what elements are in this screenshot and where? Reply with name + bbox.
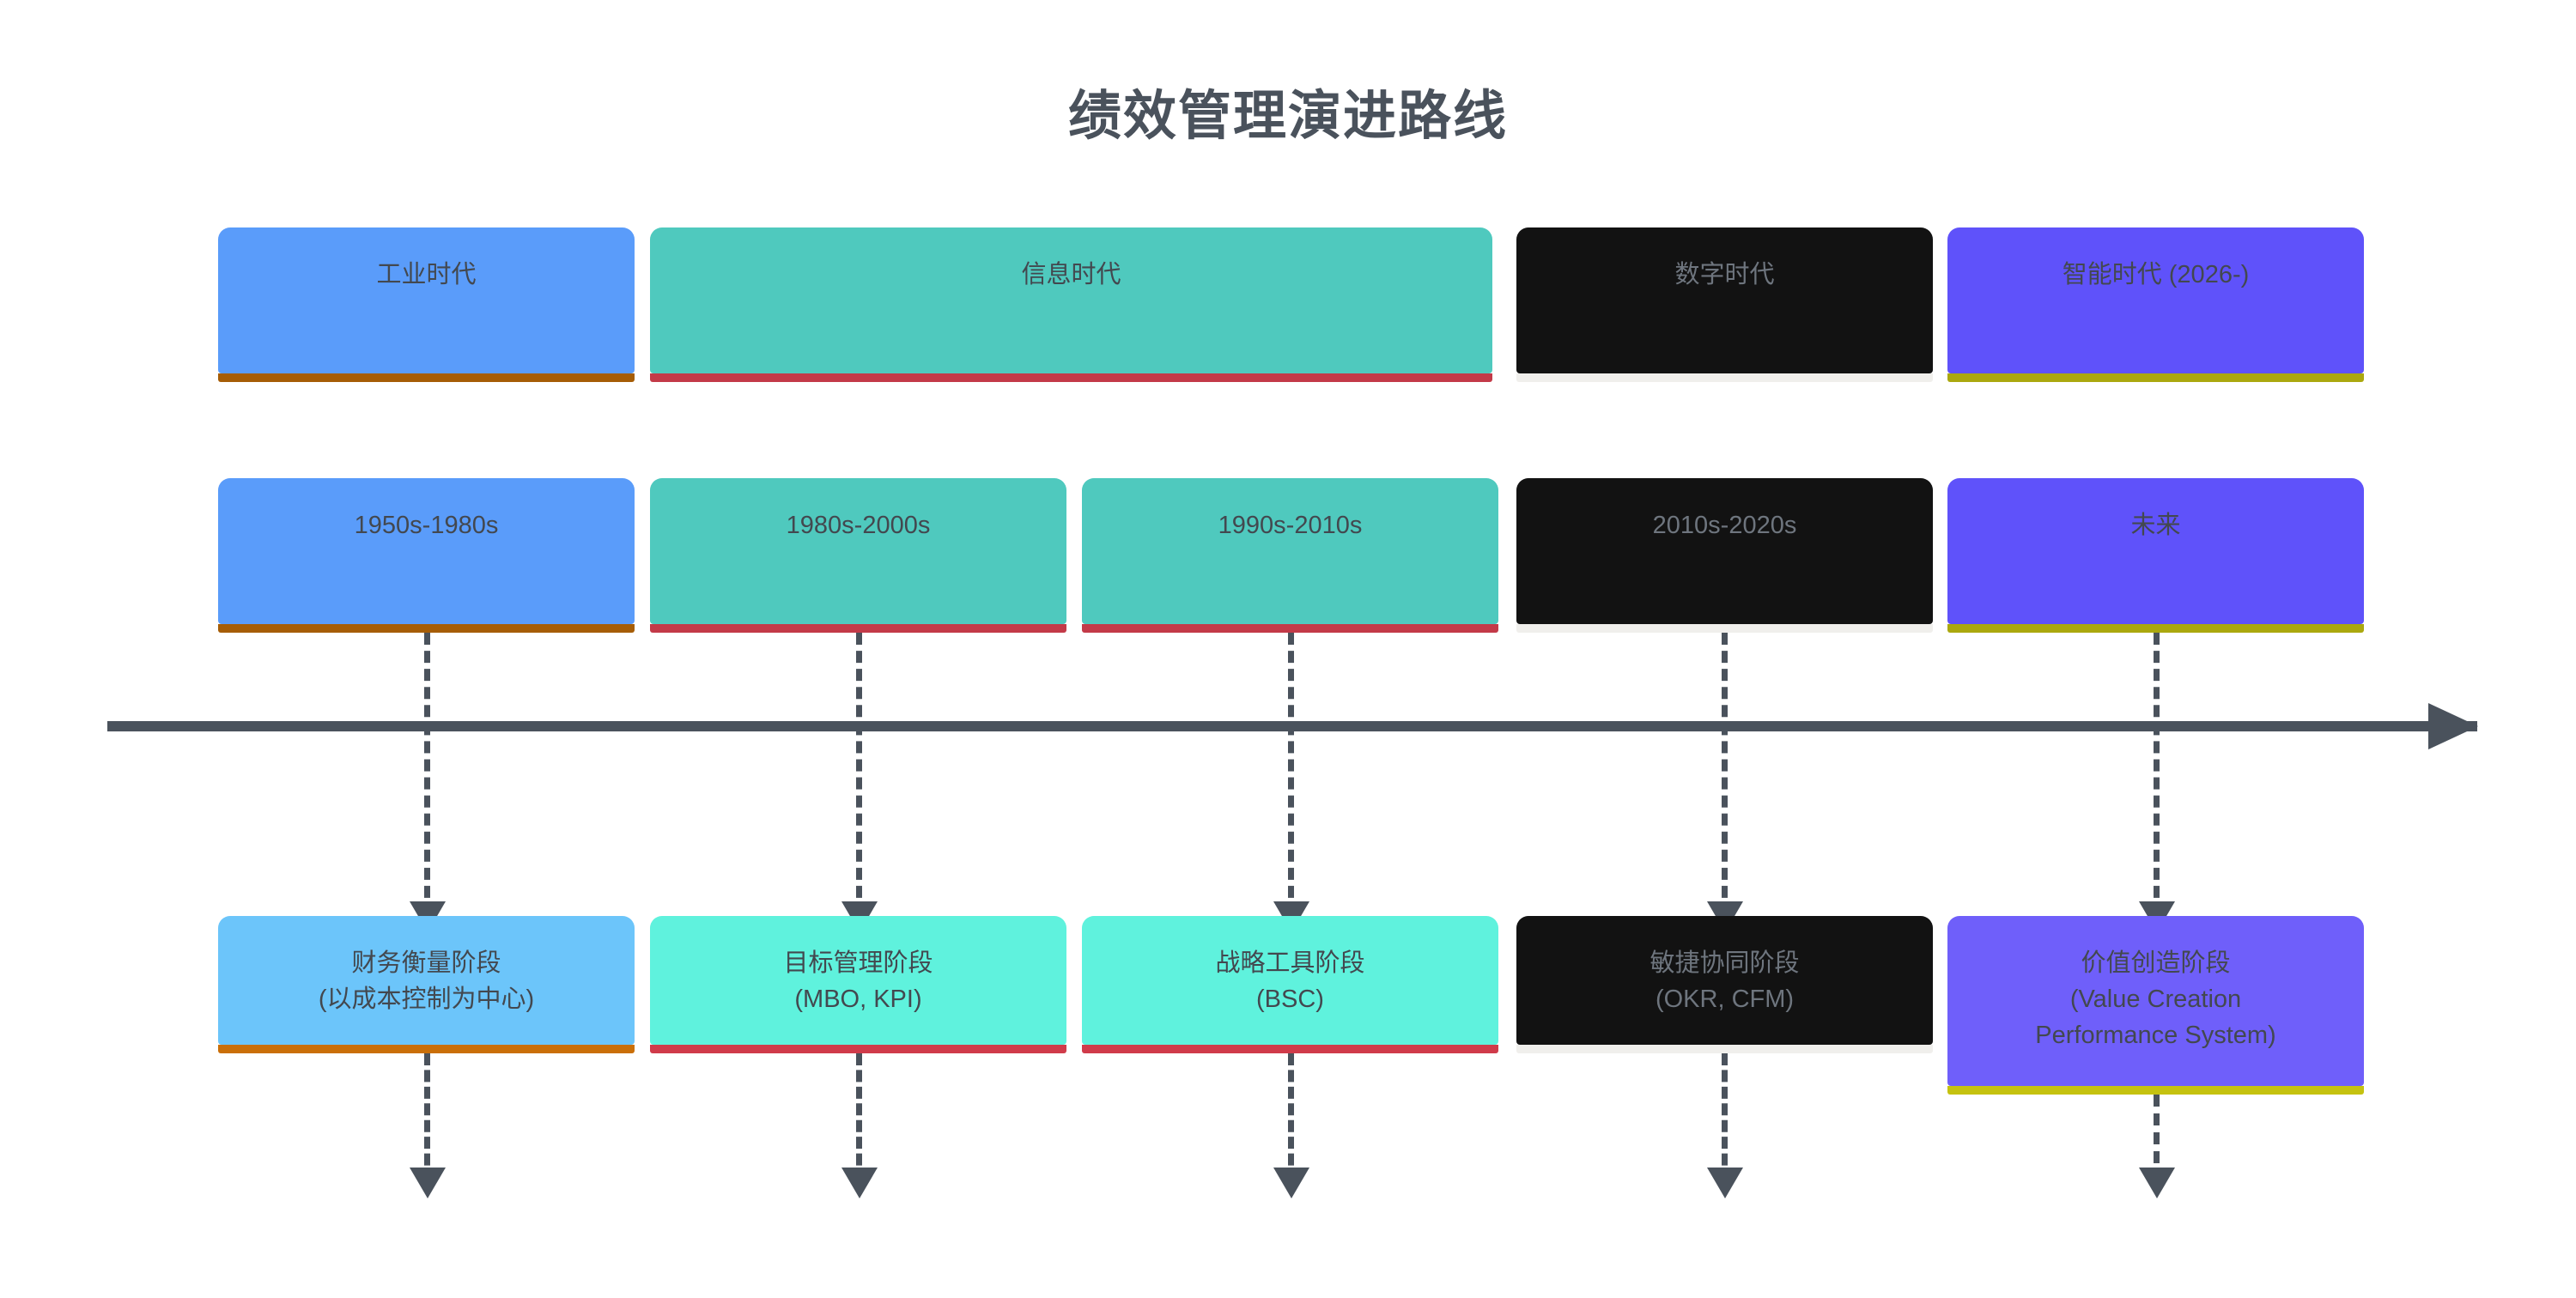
- timeline-arrow-icon: [2428, 703, 2478, 749]
- era-underline-information: [650, 373, 1492, 382]
- connector-stage-exit-2: [856, 1053, 862, 1182]
- period-box-future[interactable]: 未来: [1947, 478, 2364, 633]
- period-underline-future: [1947, 624, 2364, 633]
- connector-period-to-stage-2: [856, 633, 862, 916]
- connector-stage-exit-1: [424, 1053, 430, 1182]
- connector-arrow-down-exit-2: [841, 1168, 878, 1198]
- period-label-future: 未来: [2130, 512, 2181, 539]
- era-box-intelligent[interactable]: 智能时代 (2026-): [1947, 227, 2364, 382]
- stage-underline-agile-collaboration: [1516, 1045, 1933, 1053]
- connector-arrow-down-exit-3: [1273, 1168, 1309, 1198]
- stage-box-financial-measurement[interactable]: 财务衡量阶段 (以成本控制为中心): [218, 916, 635, 1053]
- period-underline-1990s-2010s: [1082, 624, 1498, 633]
- connector-stage-exit-5: [2154, 1095, 2160, 1182]
- era-underline-digital: [1516, 373, 1933, 382]
- connector-arrow-down-exit-4: [1707, 1168, 1743, 1198]
- connector-period-to-stage-1: [424, 633, 430, 916]
- era-box-industrial[interactable]: 工业时代: [218, 227, 635, 382]
- period-box-1990s-2010s[interactable]: 1990s-2010s: [1082, 478, 1498, 633]
- era-label-intelligent: 智能时代 (2026-): [2062, 261, 2250, 288]
- connector-period-to-stage-5: [2154, 633, 2160, 916]
- stage-box-agile-collaboration[interactable]: 敏捷协同阶段 (OKR, CFM): [1516, 916, 1933, 1053]
- period-underline-1980s-2000s: [650, 624, 1066, 633]
- era-label-information: 信息时代: [1021, 261, 1121, 288]
- stage-underline-value-creation: [1947, 1086, 2364, 1095]
- connector-stage-exit-3: [1288, 1053, 1294, 1182]
- period-label-1980s-2000s: 1980s-2000s: [786, 512, 931, 539]
- era-box-information[interactable]: 信息时代: [650, 227, 1492, 382]
- era-box-digital[interactable]: 数字时代: [1516, 227, 1933, 382]
- connector-period-to-stage-4: [1722, 633, 1728, 916]
- connector-stage-exit-4: [1722, 1053, 1728, 1182]
- stage-label-agile-collaboration: 敏捷协同阶段 (OKR, CFM): [1649, 949, 1800, 1014]
- stage-label-value-creation: 价值创造阶段 (Value Creation Performance Syste…: [2035, 949, 2276, 1050]
- era-underline-intelligent: [1947, 373, 2364, 382]
- period-box-1980s-2000s[interactable]: 1980s-2000s: [650, 478, 1066, 633]
- period-box-2010s-2020s[interactable]: 2010s-2020s: [1516, 478, 1933, 633]
- stage-underline-objective-management: [650, 1045, 1066, 1053]
- era-underline-industrial: [218, 373, 635, 382]
- stage-label-financial-measurement: 财务衡量阶段 (以成本控制为中心): [318, 949, 535, 1014]
- page-title: 绩效管理演进路线: [1067, 87, 1508, 146]
- period-label-1950s-1980s: 1950s-1980s: [354, 512, 499, 539]
- period-underline-2010s-2020s: [1516, 624, 1933, 633]
- stage-box-strategic-tooling[interactable]: 战略工具阶段 (BSC): [1082, 916, 1498, 1053]
- connector-period-to-stage-3: [1288, 633, 1294, 916]
- stage-underline-financial-measurement: [218, 1045, 635, 1053]
- connector-arrow-down-exit-1: [410, 1168, 446, 1198]
- stage-label-objective-management: 目标管理阶段 (MBO, KPI): [783, 949, 933, 1014]
- connector-arrow-down-exit-5: [2139, 1168, 2175, 1198]
- stage-box-objective-management[interactable]: 目标管理阶段 (MBO, KPI): [650, 916, 1066, 1053]
- period-label-2010s-2020s: 2010s-2020s: [1652, 512, 1797, 539]
- period-box-1950s-1980s[interactable]: 1950s-1980s: [218, 478, 635, 633]
- era-label-industrial: 工业时代: [376, 261, 477, 288]
- era-label-digital: 数字时代: [1674, 261, 1775, 288]
- period-label-1990s-2010s: 1990s-2010s: [1218, 512, 1363, 539]
- period-underline-1950s-1980s: [218, 624, 635, 633]
- stage-label-strategic-tooling: 战略工具阶段 (BSC): [1215, 949, 1365, 1014]
- stage-box-value-creation[interactable]: 价值创造阶段 (Value Creation Performance Syste…: [1947, 916, 2364, 1095]
- stage-underline-strategic-tooling: [1082, 1045, 1498, 1053]
